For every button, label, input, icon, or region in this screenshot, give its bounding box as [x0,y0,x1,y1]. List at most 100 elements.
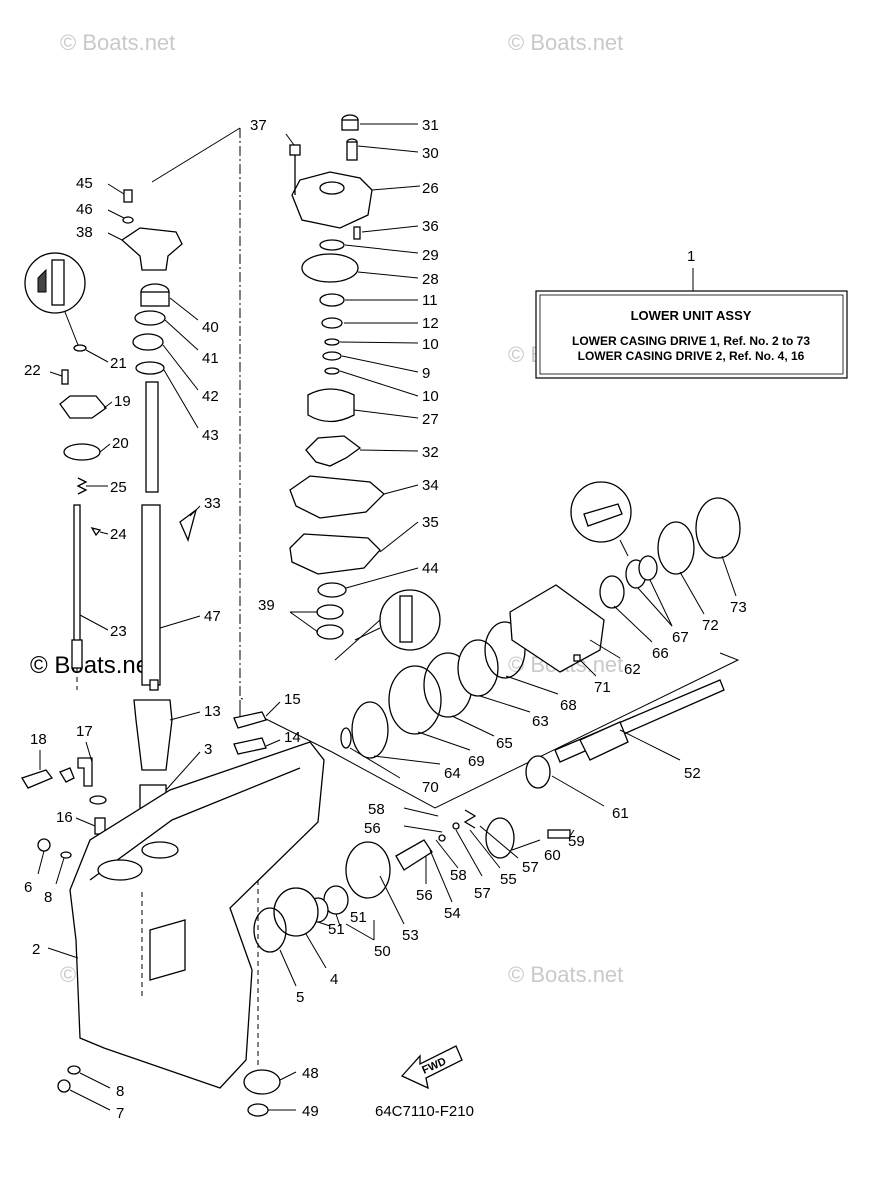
shift-rod-23 [73,504,81,646]
callout-53: 53 [402,927,419,944]
callout-63: 63 [532,713,549,730]
callout-30: 30 [422,145,439,162]
impeller-32 [305,435,362,467]
bolt-37 [289,144,301,195]
o-ring-68 [484,621,526,679]
callout-60: 60 [544,847,561,864]
callout-42: 42 [202,388,219,405]
o-ring-20 [63,443,101,461]
watermark-top-left: © Boats.net [60,30,175,55]
callout-12: 12 [422,315,439,332]
gear-case-frame-line [331,652,740,809]
callout-21: 21 [110,355,127,372]
propeller-shaft-assembly [243,679,725,1117]
callout-62: 62 [624,661,641,678]
drive-shaft-parts [120,189,198,822]
callout-3: 3 [204,741,212,758]
callout-65: 65 [496,735,513,752]
diagram-code: 64C7110-F210 [375,1103,474,1120]
callout-51-right: 51 [350,909,367,926]
watermark-top-right: © Boats.net [508,30,623,55]
callout-57-upper: 57 [522,859,539,876]
clutch-60 [485,817,515,859]
callout-10-upper: 10 [422,336,439,353]
callout-38: 38 [76,224,93,241]
callout-44: 44 [422,560,439,577]
drive-shaft-centerline [239,128,246,701]
callout-4: 4 [330,971,338,988]
callout-49: 49 [302,1103,319,1120]
fwd-arrow: FWD [400,1045,463,1090]
frame-line-top [151,127,241,183]
o-ring-29 [319,239,345,251]
shim-69 [388,665,442,735]
callout-15: 15 [284,691,301,708]
callout-23: 23 [110,623,127,640]
drive-shaft-47 [141,504,161,686]
callout-labels: 31 30 26 36 29 28 11 12 10 9 10 27 32 34… [24,117,747,1122]
callout-18: 18 [30,731,47,748]
callout-71: 71 [594,679,611,696]
nut-49 [247,1103,269,1117]
o-ring-28 [301,253,359,283]
lower-casing-2 [69,741,325,1089]
callout-70: 70 [422,779,439,796]
callout-19: 19 [114,393,131,410]
key-71 [573,654,581,662]
callout-64: 64 [444,765,461,782]
callout-35: 35 [422,514,439,531]
callout-52: 52 [684,765,701,782]
callout-41: 41 [202,350,219,367]
callout-5: 5 [296,989,304,1006]
callout-40: 40 [202,319,219,336]
shift-rod-assembly [24,252,107,690]
callout-51-left: 51 [328,921,345,938]
drive-shaft-upper [145,381,159,493]
callout-66: 66 [652,645,669,662]
reverse-gear-64 [351,701,389,759]
key-33 [179,508,198,542]
bearing-66 [599,575,625,609]
callout-29: 29 [422,247,439,264]
reverse-gear-assembly [340,481,741,759]
forward-gear-54 [345,841,391,899]
assy-box-line-2: LOWER CASING DRIVE 2, Ref. No. 4, 16 [578,349,805,363]
sleeve-13 [133,699,173,771]
shift-plunger-53 [395,839,433,871]
callout-46: 46 [76,201,93,218]
bearing-4 [273,887,319,937]
callout-67: 67 [672,629,689,646]
callout-11: 11 [422,292,438,309]
gasket-35 [289,533,381,575]
callout-56-upper: 56 [364,820,381,837]
callout-9: 9 [422,365,430,382]
callout-47: 47 [204,608,221,625]
callout-43: 43 [202,427,219,444]
callout-6: 6 [24,879,32,896]
callout-56-lower: 56 [416,887,433,904]
propeller-shaft-52 [554,679,725,763]
callout-32: 32 [422,444,439,461]
callout-57-lower: 57 [474,885,491,902]
callout-26: 26 [422,180,439,197]
bracket-17 [77,757,93,787]
leader-lines [37,123,737,1111]
assy-box-title: LOWER UNIT ASSY [631,308,752,323]
oil-seal-housing-38 [120,227,183,271]
pin-59 [547,829,571,839]
watermark-bottom-right: © Boats.net [508,962,623,987]
callout-58-upper: 58 [368,801,385,818]
callout-24: 24 [110,526,127,543]
callout-59: 59 [568,833,585,850]
callout-34: 34 [422,477,439,494]
pinion-48 [243,1069,281,1095]
callout-27: 27 [422,411,439,428]
keys-14-15 [233,711,267,755]
callout-17: 17 [76,723,93,740]
callout-55: 55 [500,871,517,888]
callout-7: 7 [116,1105,124,1122]
callout-20: 20 [112,435,129,452]
assy-box-line-1: LOWER CASING DRIVE 1, Ref. No. 2 to 73 [572,334,810,348]
water-pump-assembly [289,114,385,640]
